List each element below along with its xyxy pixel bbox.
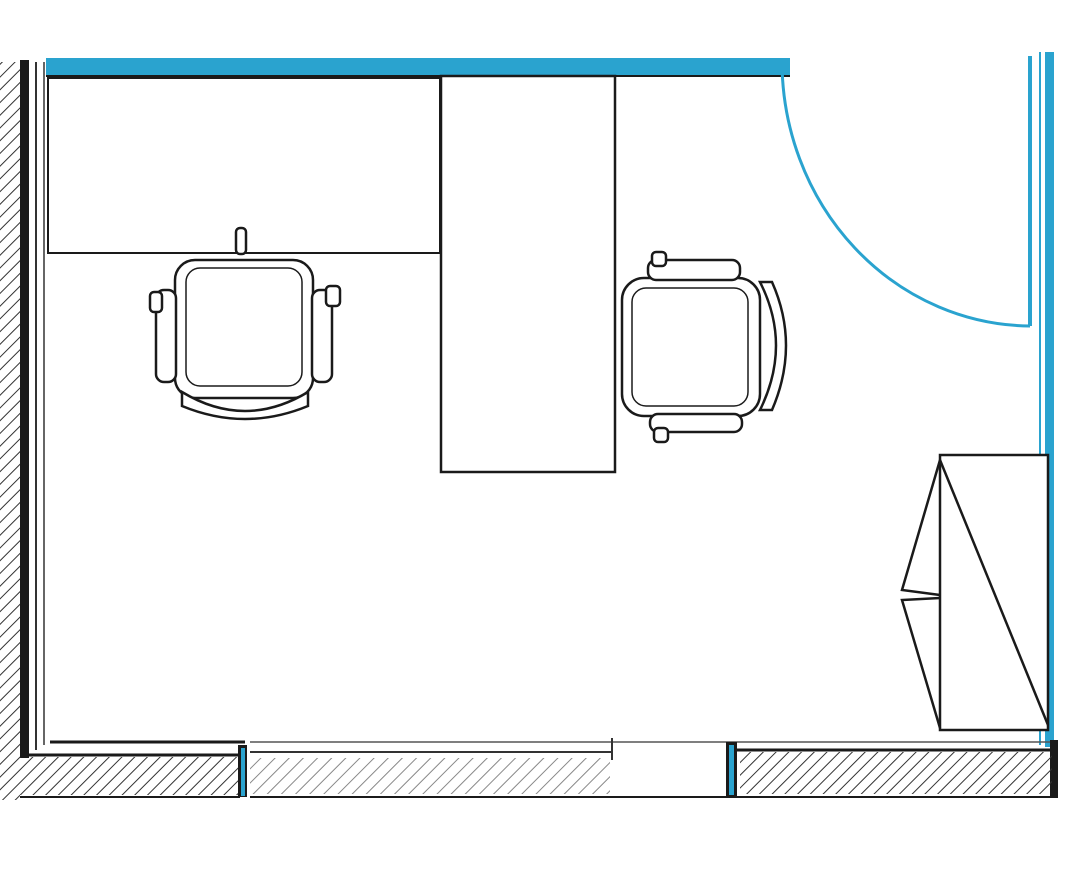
door-swing-arc [780, 61, 1031, 328]
desk-return [439, 74, 617, 474]
desk [47, 74, 617, 474]
bottom-wall [20, 738, 1055, 798]
bottom-window [250, 738, 1055, 798]
office-chair-2 [620, 250, 788, 444]
top-glass-wall [46, 58, 790, 77]
desk-main-top [47, 77, 441, 254]
office-chair-1 [148, 226, 342, 421]
storage-cabinet [900, 453, 1050, 732]
door [780, 56, 1032, 328]
left-wall [0, 60, 45, 800]
